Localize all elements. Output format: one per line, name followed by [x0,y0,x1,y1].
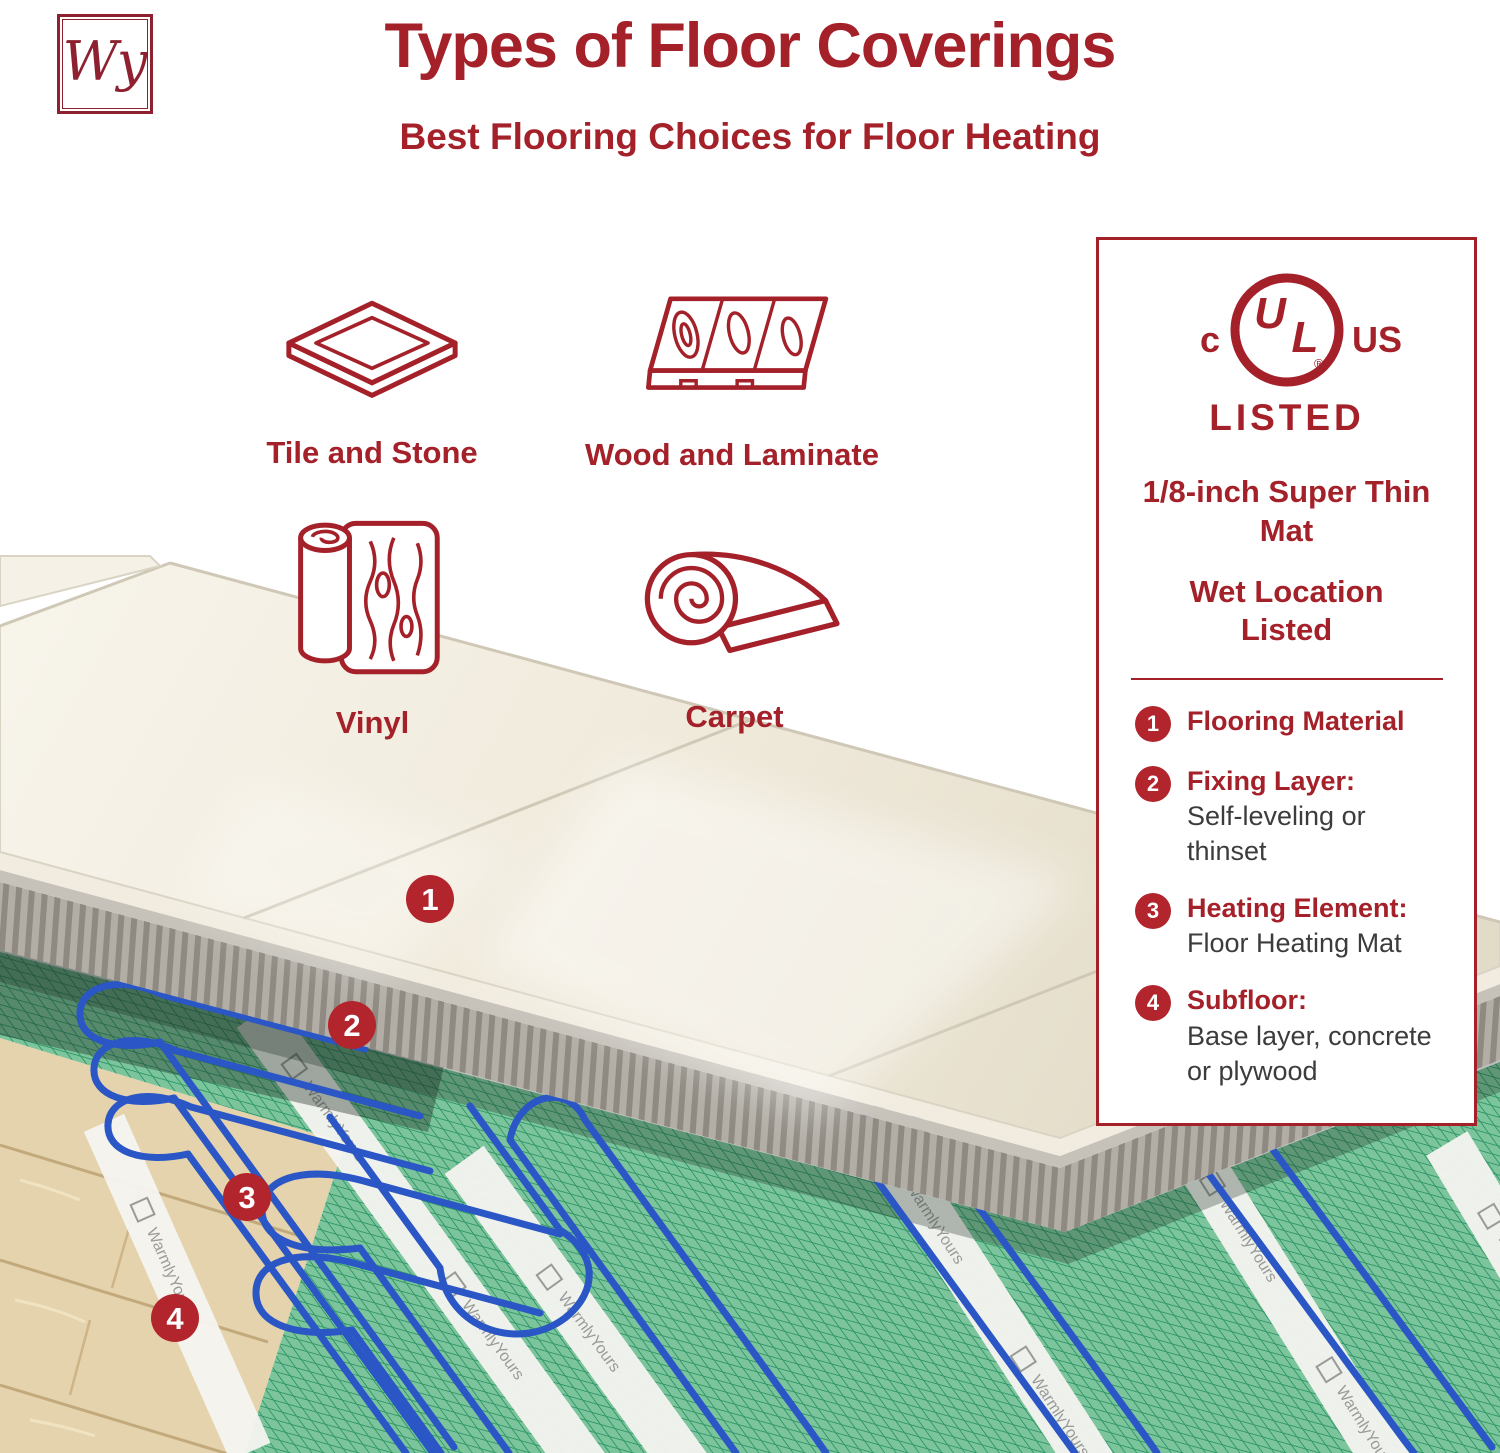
heating-cable-path [252,1253,356,1336]
mat-tape-strip: WarmlyYours WarmlyYours [1152,1106,1421,1453]
legend-title: Heating Element: [1187,893,1408,924]
flooring-type-label: Vinyl [335,705,410,740]
ul-listed-text: LISTED [1209,397,1365,438]
legend-item-flooring-material: 1 Flooring Material [1135,704,1444,742]
svg-text:2: 2 [343,1008,360,1043]
feature-wet-location: Wet Location Listed [1189,573,1384,648]
heating-mat-layer [0,952,1500,1453]
feature-thin-mat: 1/8-inch Super Thin Mat [1142,474,1431,548]
wood-and-laminate-icon [646,296,829,390]
legend-description: Floor Heating Mat [1187,928,1402,959]
thinset-layer [0,870,1500,1232]
heating-cable-path [76,980,167,1049]
heating-cable [76,980,1496,1453]
heating-cable-path [159,991,434,1175]
diagram-marker-1: 1 [406,875,454,923]
legend-item-fixing-layer: 2 Fixing Layer: Self-leveling or thinset [1135,764,1444,869]
legend-title: Fixing Layer: [1187,766,1356,796]
legend-item-subfloor: 4 Subfloor: Base layer, concrete or plyw… [1135,983,1444,1088]
heating-cable-path [326,1102,593,1338]
heating-cable-path [506,1093,830,1453]
layer-legend: 1 Flooring Material 2 Fixing Layer: Self… [1099,704,1474,1089]
floor-layers-illustration: WarmlyYours WarmlyYours WarmlyYours Warm… [0,555,1500,1453]
heating-cable-path [90,1036,181,1105]
grout-lines [0,561,1500,1078]
brand-logo: Wy [57,14,153,114]
corner-tile [0,555,162,608]
diagram-marker-2: 2 [328,1001,376,1049]
flooring-type-wood: Wood and Laminate [572,292,892,473]
heating-cable-path [104,1092,195,1161]
legend-number-badge: 2 [1135,766,1171,802]
flooring-type-vinyl: Vinyl [240,498,505,741]
heating-cable-path [346,1176,564,1453]
legend-description: Base layer, concrete or plywood [1187,1020,1432,1086]
diagram-markers: 1 2 3 4 [151,875,454,1342]
vinyl-icon [297,520,440,675]
diagram-marker-4: 4 [151,1294,199,1342]
registered-mark: ® [1314,356,1324,371]
legend-title: Subfloor: [1187,985,1307,1016]
flooring-type-label: Carpet [685,699,784,734]
tile-gloss [480,760,1080,1120]
info-panel: U L ® c US LISTED 1/8-inch Super Thin Ma… [1096,237,1477,1126]
tile-shadow [0,950,1500,1264]
legend-title: Flooring Material [1187,706,1405,736]
legend-description: Self-leveling or thinset [1187,801,1366,867]
carpet-icon [644,551,840,654]
svg-text:3: 3 [238,1180,255,1215]
diagram-marker-3: 3 [223,1173,271,1221]
svg-text:1: 1 [421,882,438,917]
legend-number-badge: 4 [1135,985,1171,1022]
brand-logo-text: Wy [62,30,148,93]
ul-letter-l: L [1291,313,1318,362]
flooring-type-tile: Tile and Stone [222,296,522,471]
ul-prefix-c: c [1199,319,1219,360]
flooring-type-label: Tile and Stone [266,435,478,470]
flooring-type-carpet: Carpet [582,524,887,735]
ul-listed-icon: U L ® c US LISTED [1199,273,1402,438]
tile-and-stone-icon [286,300,458,398]
legend-item-heating-element: 3 Heating Element: Floor Heating Mat [1135,891,1444,961]
legend-number-badge: 1 [1135,706,1171,742]
ul-suffix-us: US [1352,319,1402,360]
svg-text:4: 4 [166,1301,184,1336]
ul-letter-u: U [1254,289,1287,338]
legend-number-badge: 3 [1135,893,1171,930]
page-title: Types of Floor Coverings [384,11,1117,81]
page-subtitle: Best Flooring Choices for Floor Heating [399,116,1101,157]
panel-divider [1130,678,1443,680]
flooring-type-label: Wood and Laminate [585,437,879,472]
